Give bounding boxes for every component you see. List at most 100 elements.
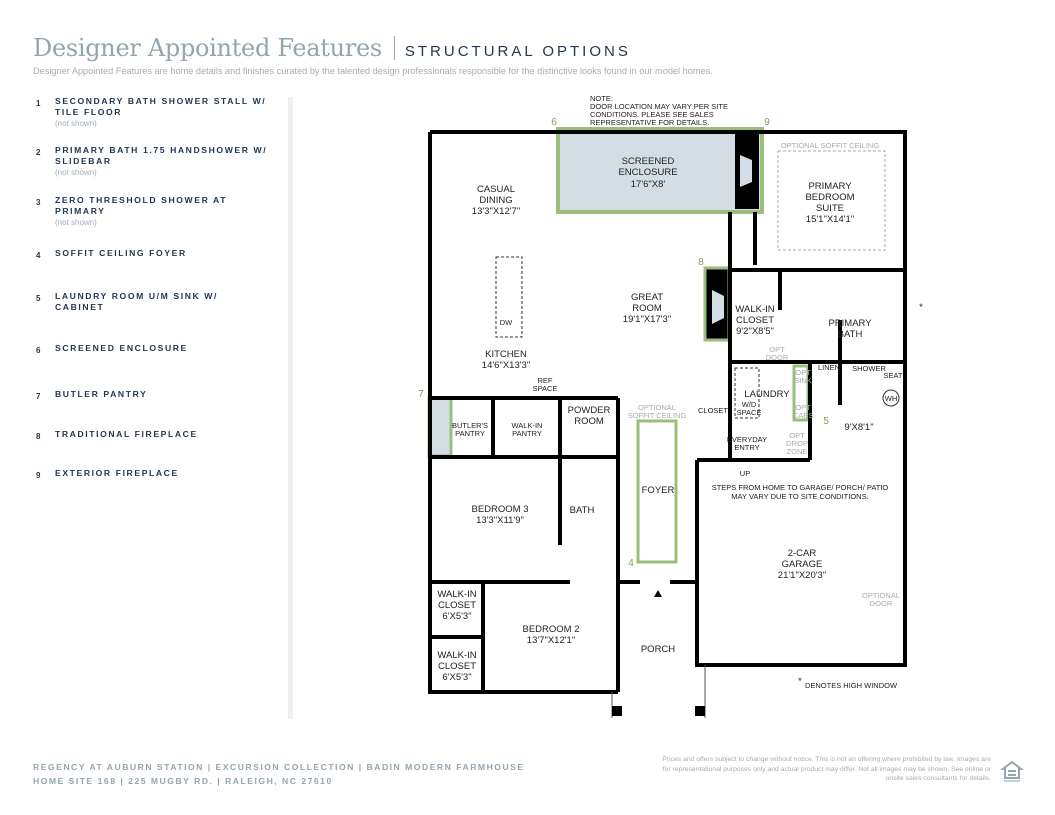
svg-text:17'6"X8': 17'6"X8' (631, 179, 666, 190)
callout-6: 6 (551, 117, 557, 128)
svg-text:6'X5'3": 6'X5'3" (442, 611, 471, 622)
svg-text:GARAGE: GARAGE (782, 559, 823, 570)
equal-housing-icon (1001, 760, 1023, 782)
svg-text:PRIMARY: PRIMARY (828, 318, 872, 329)
svg-text:OPT: OPT (769, 345, 785, 354)
feature-label: TRADITIONAL FIREPLACE (55, 429, 198, 439)
svg-text:ENCLOSURE: ENCLOSURE (618, 167, 677, 178)
fireplace-icon (740, 155, 752, 187)
feature-label: LAUNDRY ROOM U/M SINK W/ CABINET (55, 291, 219, 312)
svg-text:REPRESENTATIVE FOR DETAILS.: REPRESENTATIVE FOR DETAILS. (590, 118, 709, 127)
svg-text:CLOSET: CLOSET (438, 600, 476, 611)
svg-text:DROP: DROP (786, 439, 808, 448)
svg-text:WALK-IN: WALK-IN (512, 421, 543, 430)
svg-text:DOOR LOCATION MAY VARY PER SIT: DOOR LOCATION MAY VARY PER SITE (590, 102, 728, 111)
svg-text:WALK-IN: WALK-IN (437, 589, 476, 600)
svg-text:PANTRY: PANTRY (455, 429, 485, 438)
svg-text:14'6"X13'3": 14'6"X13'3" (482, 360, 530, 371)
feature-label: BUTLER PANTRY (55, 389, 148, 399)
porch-column (612, 706, 622, 716)
feature-number: 8 (36, 432, 41, 441)
svg-text:BEDROOM 3: BEDROOM 3 (471, 504, 528, 515)
svg-text:15'1"X14'1": 15'1"X14'1" (806, 214, 854, 225)
page-title: Designer Appointed Features STRUCTURAL O… (33, 34, 631, 62)
community-info: REGENCY AT AUBURN STATION | EXCURSION CO… (33, 760, 525, 788)
svg-text:DW: DW (500, 318, 513, 327)
svg-text:GREAT: GREAT (631, 292, 663, 303)
svg-text:OPTIONAL SOFFIT CEILING: OPTIONAL SOFFIT CEILING (781, 141, 880, 150)
svg-text:SOFFIT CEILING: SOFFIT CEILING (628, 411, 687, 420)
feature-label: EXTERIOR FIREPLACE (55, 468, 179, 478)
svg-text:BUTLER'S: BUTLER'S (452, 421, 488, 430)
feature-label: SECONDARY BATH SHOWER STALL W/ TILE FLOO… (55, 96, 267, 117)
porch-column (695, 706, 705, 716)
svg-text:19'1"X17'3": 19'1"X17'3" (623, 314, 671, 325)
feature-item: 7 BUTLER PANTRY (36, 389, 275, 401)
svg-text:OPT: OPT (795, 403, 811, 412)
feature-item: 3 ZERO THRESHOLD SHOWER AT PRIMARY (not sh… (36, 195, 275, 228)
feature-item: 8 TRADITIONAL FIREPLACE (36, 429, 275, 441)
feature-item: 4 SOFFIT CEILING FOYER (36, 248, 275, 260)
feature-note: (not shown) (55, 218, 97, 227)
svg-text:DOOR: DOOR (766, 353, 789, 362)
svg-text:DOOR: DOOR (870, 599, 893, 608)
svg-text:ZONE: ZONE (787, 447, 808, 456)
feature-note: (not shown) (55, 119, 97, 128)
title-main: Designer Appointed Features (33, 34, 382, 62)
svg-text:2-CAR: 2-CAR (788, 548, 817, 559)
svg-text:OPTIONAL: OPTIONAL (862, 591, 900, 600)
svg-text:ROOM: ROOM (632, 303, 662, 314)
svg-text:SEAT: SEAT (883, 371, 902, 380)
foyer-soffit-highlight (636, 419, 678, 564)
svg-text:CONDITIONS. PLEASE SEE SALES: CONDITIONS. PLEASE SEE SALES (590, 110, 714, 119)
soffit-outline (777, 150, 886, 251)
svg-text:CASUAL: CASUAL (477, 184, 515, 195)
walls (428, 130, 907, 694)
svg-text:CLOSET: CLOSET (698, 406, 728, 415)
title-subtitle: STRUCTURAL OPTIONS (404, 43, 631, 60)
svg-text:ROOM: ROOM (574, 416, 604, 427)
feature-label: SOFFIT CEILING FOYER (55, 248, 187, 258)
feature-note: (not shown) (55, 168, 97, 177)
feature-label: SCREENED ENCLOSURE (55, 343, 188, 353)
svg-text:POWDER: POWDER (568, 405, 611, 416)
svg-text:13'3"X12'7": 13'3"X12'7" (472, 206, 520, 217)
svg-text:EVERYDAY: EVERYDAY (727, 435, 767, 444)
callout-8: 8 (698, 257, 704, 268)
svg-text:CABS: CABS (793, 411, 813, 420)
footer-line2: HOME SITE 168 | 225 MUGBY RD. | RALEIGH,… (33, 776, 333, 786)
feature-number: 7 (36, 392, 41, 401)
svg-text:PORCH: PORCH (641, 644, 675, 655)
screened-enclosure-fill (560, 131, 760, 211)
svg-text:SPACE: SPACE (533, 384, 558, 393)
svg-text:9'X8'1": 9'X8'1" (844, 422, 873, 433)
svg-text:LAUNDRY: LAUNDRY (744, 389, 790, 400)
svg-text:21'1"X20'3": 21'1"X20'3" (778, 570, 826, 581)
svg-text:MAY VARY DUE TO SITE CONDITION: MAY VARY DUE TO SITE CONDITIONS. (731, 492, 868, 501)
svg-text:OPT: OPT (795, 368, 811, 377)
svg-text:BEDROOM 2: BEDROOM 2 (522, 624, 579, 635)
svg-text:OPT: OPT (789, 431, 805, 440)
svg-text:LINEN: LINEN (818, 363, 840, 372)
feature-number: 1 (36, 99, 41, 108)
feature-number: 4 (36, 251, 41, 260)
svg-text:CLOSET: CLOSET (438, 661, 476, 672)
feature-label: PRIMARY BATH 1.75 HANDSHOWER W/ SLIDEBAR (55, 145, 268, 166)
svg-text:CLOSET: CLOSET (736, 315, 774, 326)
title-divider (393, 36, 395, 60)
feature-number: 3 (36, 198, 41, 207)
entry-arrow-icon (654, 590, 662, 597)
svg-text:BATH: BATH (838, 329, 863, 340)
svg-text:13'3"X11'9": 13'3"X11'9" (476, 515, 524, 526)
svg-text:UP: UP (740, 469, 750, 478)
plan-note: NOTE: DOOR LOCATION MAY VARY PER SITE CO… (590, 94, 728, 127)
svg-text:13'7"X12'1": 13'7"X12'1" (527, 635, 575, 646)
callout-4: 4 (628, 558, 634, 569)
feature-label: ZERO THRESHOLD SHOWER AT PRIMARY (55, 195, 228, 216)
water-heater-icon (882, 389, 900, 407)
callout-5: 5 (823, 416, 829, 427)
svg-text:PRIMARY: PRIMARY (808, 181, 852, 192)
